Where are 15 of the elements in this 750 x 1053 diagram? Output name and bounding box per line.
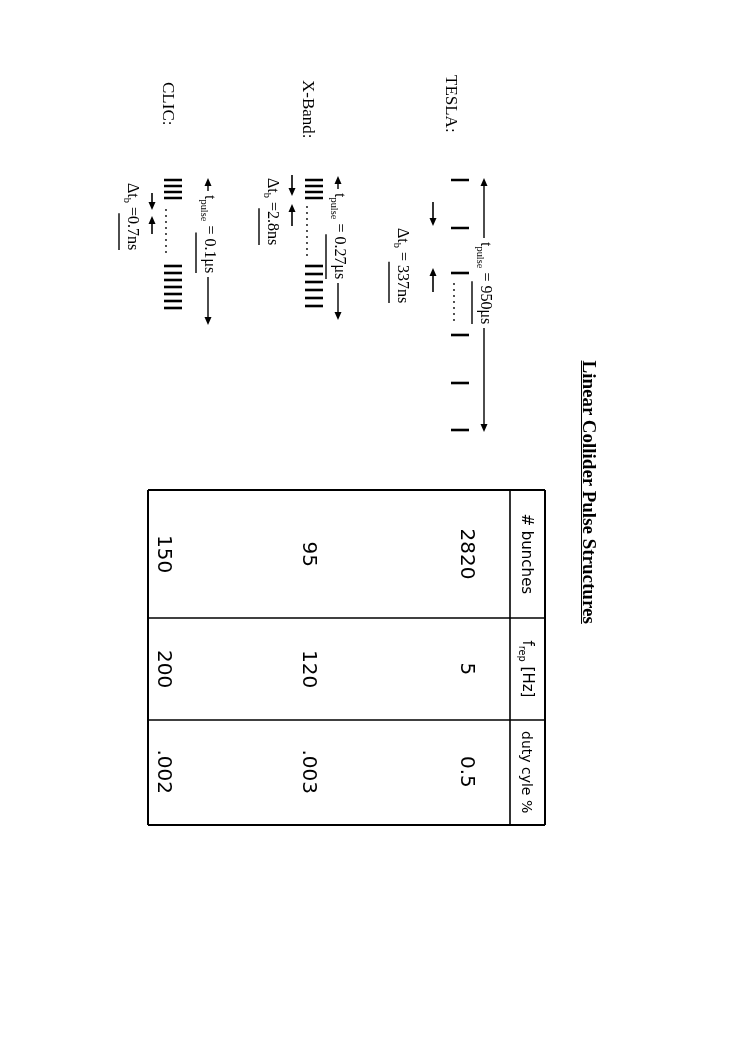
table-value: .002	[153, 749, 177, 795]
table-value: .003	[298, 749, 322, 795]
table-value: 0.5	[456, 756, 480, 788]
table-value: 120	[298, 650, 322, 689]
row-label: CLIC:	[158, 82, 178, 126]
row-label: TESLA:	[441, 75, 461, 133]
page-title: Linear Collider Pulse Structures	[578, 360, 600, 624]
column-header: duty cyle %	[518, 731, 536, 814]
row-label: X-Band:	[298, 80, 318, 139]
table-value: 5	[456, 662, 480, 676]
table-value: 95	[298, 541, 322, 567]
table-value: 200	[153, 650, 177, 689]
column-header: # bunches	[518, 513, 536, 595]
table-value: 2820	[456, 528, 480, 580]
table-value: 150	[153, 535, 177, 574]
